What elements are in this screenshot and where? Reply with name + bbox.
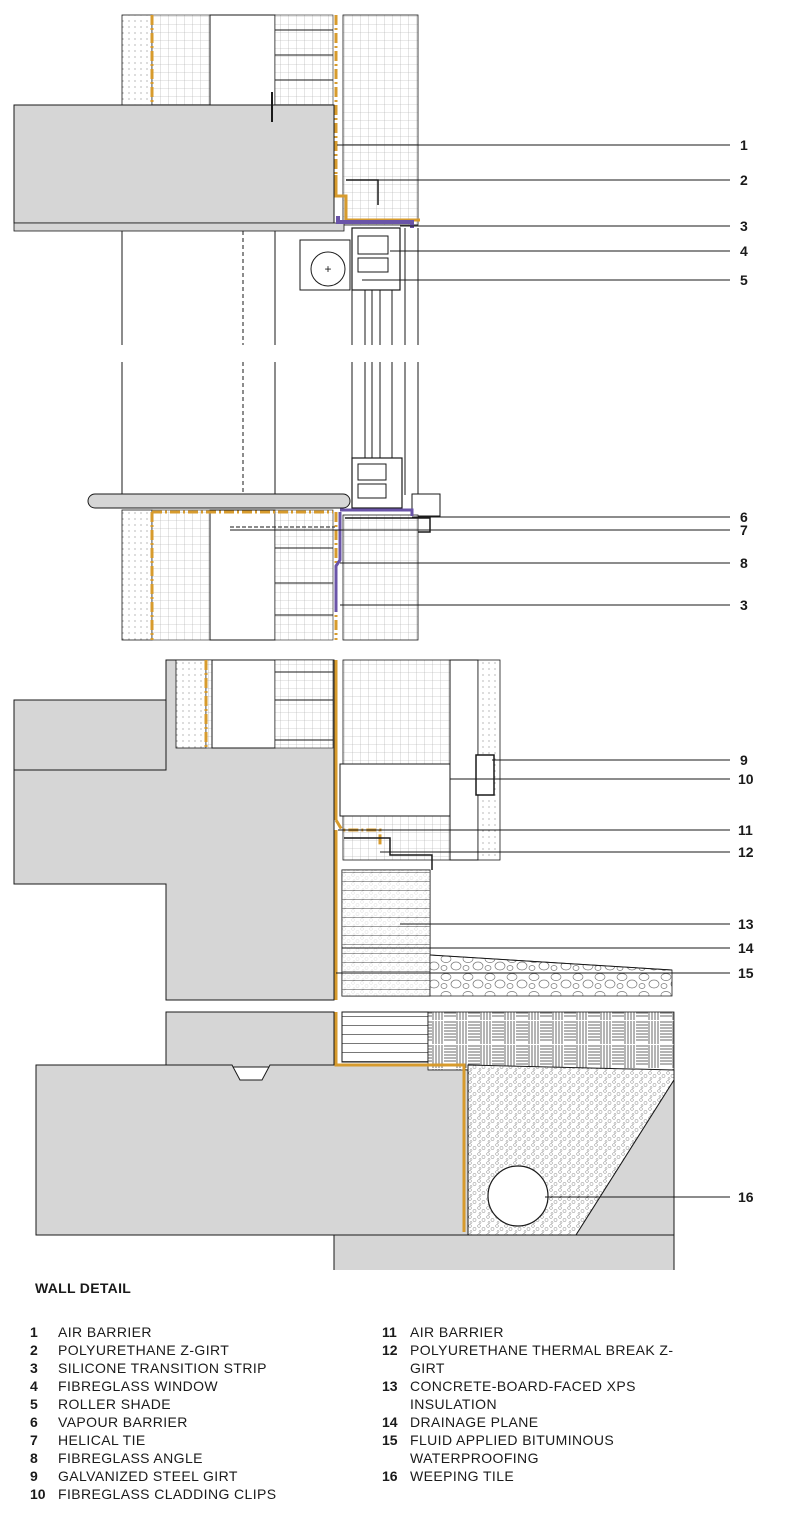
legend-label: VAPOUR BARRIER — [58, 1414, 188, 1430]
callout-6: 6 — [740, 509, 748, 525]
callout-7: 7 — [740, 522, 748, 538]
legend-number: 11 — [382, 1324, 397, 1340]
legend-label: WEEPING TILE — [410, 1468, 515, 1484]
legend-number: 14 — [382, 1414, 398, 1430]
legend-number: 10 — [30, 1486, 46, 1502]
legend-label: AIR BARRIER — [410, 1324, 504, 1340]
legend-list-right: 11 AIR BARRIER 12 POLYURETHANE THERMAL BRE… — [382, 1323, 682, 1485]
legend-item: 12 POLYURETHANE THERMAL BREAK Z-GIRT — [382, 1341, 682, 1377]
legend-label: CONCRETE-BOARD-FACED XPS INSULATION — [410, 1378, 636, 1412]
legend-number: 15 — [382, 1432, 398, 1448]
legend-title: WALL DETAIL — [35, 1280, 132, 1296]
callout-3: 3 — [740, 218, 748, 234]
legend-number: 3 — [30, 1360, 38, 1376]
legend-item: 5 ROLLER SHADE — [30, 1395, 360, 1413]
callout-10: 10 — [738, 771, 754, 787]
legend-label: POLYURETHANE THERMAL BREAK Z-GIRT — [410, 1342, 674, 1376]
wall-section-drawing: + — [13, 14, 754, 1270]
callout-4: 4 — [740, 243, 748, 259]
legend-item: 7 HELICAL TIE — [30, 1431, 360, 1449]
legend-label: FIBREGLASS WINDOW — [58, 1378, 219, 1394]
window-sill-section — [87, 362, 441, 641]
legend-item: 14 DRAINAGE PLANE — [382, 1413, 682, 1431]
legend-label: FIBREGLASS ANGLE — [58, 1450, 203, 1466]
legend-item: 8 FIBREGLASS ANGLE — [30, 1449, 360, 1467]
legend-number: 2 — [30, 1342, 38, 1358]
callout-11: 11 — [738, 822, 753, 838]
legend-number: 9 — [30, 1468, 38, 1484]
callout-9: 9 — [740, 752, 748, 768]
callout-2: 2 — [740, 172, 748, 188]
callout-13: 13 — [738, 916, 754, 932]
callout-3b: 3 — [740, 597, 748, 613]
legend-label: DRAINAGE PLANE — [410, 1414, 539, 1430]
legend-item: 13 CONCRETE-BOARD-FACED XPS INSULATION — [382, 1377, 682, 1413]
legend-label: GALVANIZED STEEL GIRT — [58, 1468, 238, 1484]
legend-number: 12 — [382, 1342, 398, 1358]
callout-5: 5 — [740, 272, 748, 288]
legend-item: 4 FIBREGLASS WINDOW — [30, 1377, 360, 1395]
legend-item: 3 SILICONE TRANSITION STRIP — [30, 1359, 360, 1377]
legend-item: 2 POLYURETHANE Z-GIRT — [30, 1341, 360, 1359]
callout-numbers: 1 2 3 4 5 6 7 8 3 9 10 11 12 13 14 15 16 — [738, 137, 754, 1205]
callout-1: 1 — [740, 137, 748, 153]
legend-number: 7 — [30, 1432, 38, 1448]
svg-text:+: + — [324, 262, 331, 276]
legend-item: 9 GALVANIZED STEEL GIRT — [30, 1467, 360, 1485]
foundation-section — [13, 659, 673, 1001]
legend-number: 16 — [382, 1468, 398, 1484]
footing-section — [35, 1011, 675, 1270]
legend-label: SILICONE TRANSITION STRIP — [58, 1360, 267, 1376]
legend-number: 13 — [382, 1378, 398, 1394]
legend-number: 4 — [30, 1378, 38, 1394]
legend-label: FLUID APPLIED BITUMINOUS WATERPROOFING — [410, 1432, 615, 1466]
legend-label: POLYURETHANE Z-GIRT — [58, 1342, 230, 1358]
legend-item: 11 AIR BARRIER — [382, 1323, 682, 1341]
callout-8: 8 — [740, 555, 748, 571]
legend-number: 8 — [30, 1450, 38, 1466]
legend-number: 6 — [30, 1414, 38, 1430]
legend-item: 16 WEEPING TILE — [382, 1467, 682, 1485]
legend-label: FIBREGLASS CLADDING CLIPS — [58, 1486, 277, 1502]
callout-16: 16 — [738, 1189, 754, 1205]
callout-leaders — [230, 144, 730, 1198]
legend-number: 1 — [30, 1324, 38, 1340]
legend-item: 15 FLUID APPLIED BITUMINOUS WATERPROOFING — [382, 1431, 682, 1467]
window-head-section: + — [13, 14, 420, 345]
legend-list-left: 1 AIR BARRIER 2 POLYURETHANE Z-GIRT 3 SILIC… — [30, 1323, 360, 1503]
legend-item: 10 FIBREGLASS CLADDING CLIPS — [30, 1485, 360, 1503]
legend-label: ROLLER SHADE — [58, 1396, 171, 1412]
legend-item: 1 AIR BARRIER — [30, 1323, 360, 1341]
legend-label: HELICAL TIE — [58, 1432, 146, 1448]
callout-12: 12 — [738, 844, 754, 860]
legend-number: 5 — [30, 1396, 38, 1412]
legend-item: 6 VAPOUR BARRIER — [30, 1413, 360, 1431]
callout-14: 14 — [738, 940, 754, 956]
legend-label: AIR BARRIER — [58, 1324, 152, 1340]
callout-15: 15 — [738, 965, 754, 981]
